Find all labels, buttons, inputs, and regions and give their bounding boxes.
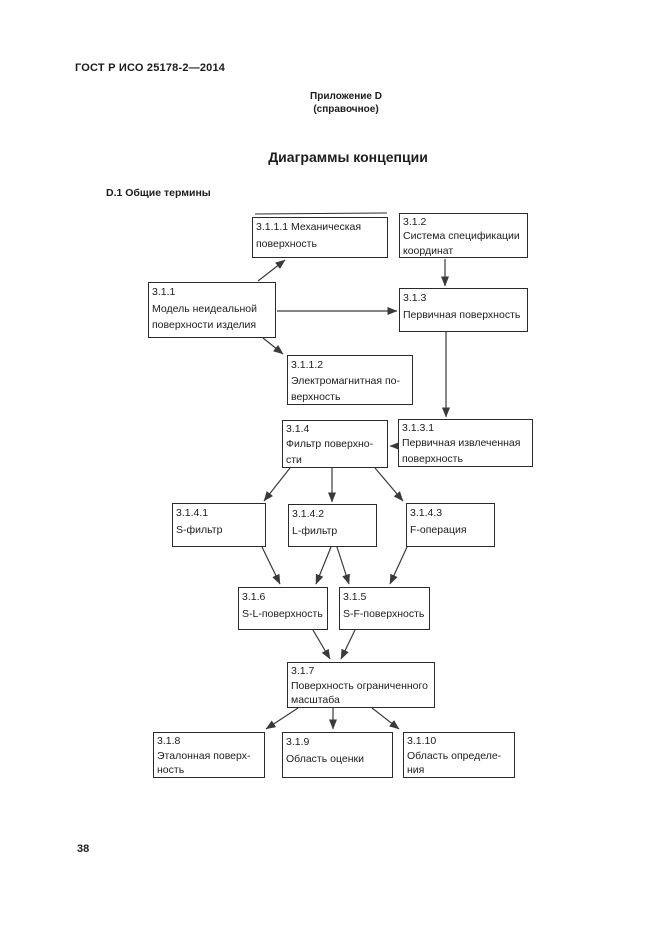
box-text-line: 3.1.4 (286, 423, 310, 435)
arrow-3.1.4-to-3.1.4.1 (263, 467, 291, 502)
box-text-line: поверхность (402, 452, 463, 465)
box-text-line: Система спецификации (403, 230, 520, 243)
box-text-line: масштаба (291, 694, 340, 707)
box-text-line: 3.1.2 (403, 216, 427, 228)
page-number: 38 (77, 843, 90, 855)
box-text-line: 3.1.6 (242, 591, 266, 603)
box-text-line: верхность (291, 391, 341, 403)
box-text-line: сти (286, 453, 302, 466)
box-text-line: 3.1.1 (152, 286, 176, 298)
box-text-line: ность (157, 764, 185, 777)
annex-subtitle: (справочное) (313, 104, 379, 115)
scan-artifact-line (254, 212, 388, 215)
box-text-line: 3.1.4.1 (176, 507, 209, 519)
box-text-line: Первичная извлеченная (402, 437, 521, 450)
box-text-line: 3.1.1.2 (291, 359, 324, 371)
box-text-line: Поверхность ограниченного (291, 679, 428, 692)
box-text-line: Первичная поверхность (403, 308, 521, 321)
box-text-line: Область определе- (407, 749, 502, 762)
box-text-line: поверхности изделия (152, 319, 257, 331)
annex-label: Приложение D (справочное) (246, 90, 446, 116)
box-text-line: 3.1.9 (286, 736, 310, 748)
box-text-line: Электромагнитная по- (291, 375, 400, 387)
section-heading: D.1 Общие термины (106, 187, 211, 199)
box-text-line: поверхность (256, 237, 317, 250)
annex-title: Приложение D (310, 91, 382, 102)
arrow-3.1.5-to-3.1.7 (340, 629, 356, 660)
box-text-line: 3.1.7 (291, 665, 315, 677)
box-text-line: 3.1.5 (343, 591, 367, 603)
arrow-3.1.4.1-to-3.1.6 (261, 546, 281, 585)
arrow-3.1.7-to-3.1.8 (265, 707, 299, 730)
page-title: Диаграммы концепции (268, 149, 428, 165)
box-text-line: 3.1.3 (403, 292, 427, 304)
arrow-3.1.4.3-to-3.1.5 (389, 546, 408, 585)
document-header: ГОСТ Р ИСО 25178-2—2014 (75, 62, 226, 74)
box-text-line: Эталонная поверх- (157, 749, 251, 762)
box-text-line: 3.1.8 (157, 735, 181, 747)
box-text-line: 3.1.1.1 Механическая (256, 221, 362, 233)
arrow-3.1.7-to-3.1.10 (371, 707, 400, 730)
arrow-3.1.4-to-3.1.4.3 (374, 467, 404, 502)
box-text-line: Область оценки (286, 752, 364, 765)
box-text-line: ния (407, 764, 425, 777)
box-text-line: 3.1.4.3 (410, 507, 443, 519)
box-text-line: 3.1.4.2 (292, 508, 325, 520)
box-text-line: 3.1.10 (407, 735, 437, 747)
diagram-box-3.1.1.1: 3.1.1.1 Механическая поверхность (252, 217, 388, 258)
box-text-line: S-F-поверхность (343, 607, 425, 620)
box-text-line: F-операция (410, 523, 467, 536)
box-text-line: Фильтр поверхно- (286, 438, 374, 451)
box-text-line: L-фильтр (292, 524, 338, 537)
arrow-3.1.4.2-to-3.1.6 (315, 546, 332, 585)
arrow-3.1.6-to-3.1.7 (312, 629, 331, 660)
box-text-line: 3.1.3.1 (402, 422, 435, 434)
arrow-3.1.1-to-3.1.1.2 (262, 337, 284, 355)
box-text-line: Модель неидеальной (152, 302, 258, 315)
arrow-3.1.4.2-to-3.1.5 (336, 546, 350, 585)
box-text-line: S-фильтр (176, 523, 223, 536)
box-text-line: S-L-поверхность (242, 607, 323, 620)
box-text-line: координат (403, 244, 454, 257)
arrow-3.1.1-to-3.1.1.1 (257, 259, 286, 282)
